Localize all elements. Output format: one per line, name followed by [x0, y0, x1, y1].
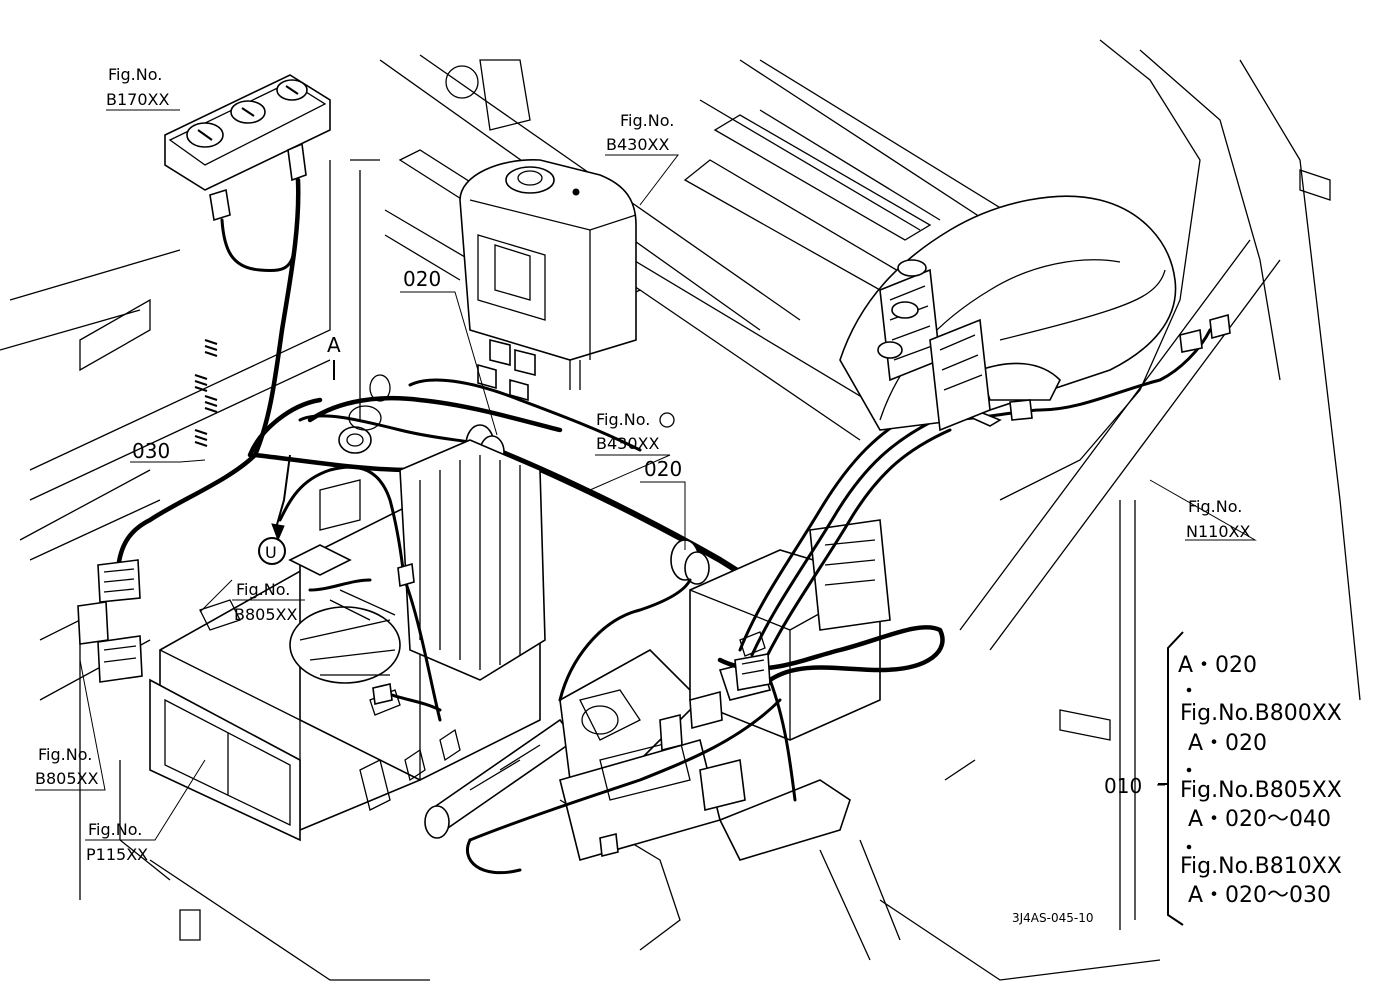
fig-code-label: B805XX	[35, 769, 98, 788]
fig-no-label: Fig.No.	[88, 820, 142, 839]
right-console	[839, 195, 1177, 432]
legend-line-6: Fig.No.B810XX	[1180, 854, 1342, 879]
relay-area	[659, 519, 891, 861]
reservoir-tank	[459, 159, 637, 402]
fig-no-label: Fig.No.	[1188, 497, 1242, 516]
left-connectors	[77, 559, 143, 683]
callout-b430-top: Fig.No. B430XX	[606, 111, 674, 154]
heater-wiring	[278, 465, 442, 722]
legend-bracket	[1158, 631, 1192, 926]
legend-line-3: A・020	[1188, 731, 1267, 756]
legend-line-4: Fig.No.B805XX	[1180, 778, 1342, 803]
part-020-mid: 020	[644, 457, 682, 481]
callout-p115: Fig.No. P115XX	[86, 820, 148, 864]
ref-circle-icon	[659, 412, 675, 428]
ref-a-label: A	[327, 333, 341, 357]
right-harness	[466, 313, 1231, 875]
part-010: 010	[1104, 774, 1142, 798]
callout-b805-mid: Fig.No. B805XX	[234, 580, 297, 624]
switch-panel	[164, 74, 331, 222]
fig-code-label: N110XX	[1186, 522, 1250, 541]
leader-lines	[35, 109, 1257, 841]
part-030: 030	[132, 439, 170, 463]
fig-no-label: Fig.No.	[236, 580, 290, 599]
callout-b430-mid: Fig.No. B430XX	[596, 410, 675, 453]
ref-u-label: U	[265, 543, 277, 562]
springs	[194, 339, 218, 447]
fig-no-label: Fig.No.	[38, 745, 92, 764]
heater-unit	[149, 439, 546, 842]
fig-code-label: B805XX	[234, 605, 297, 624]
legend: A・020 Fig.No.B800XX A・020 Fig.No.B805XX …	[1178, 653, 1342, 908]
fig-code-label: B170XX	[106, 90, 169, 109]
callout-b170: Fig.No. B170XX	[106, 65, 169, 109]
legend-line-2: Fig.No.B800XX	[1180, 701, 1342, 726]
part-020-top: 020	[403, 267, 441, 291]
fig-no-label: Fig.No.	[620, 111, 674, 130]
fig-code-label: B430XX	[606, 135, 669, 154]
fig-code-label: B430XX	[596, 434, 659, 453]
ref-u-circle-icon	[258, 537, 286, 565]
legend-line-7: A・020～030	[1188, 883, 1331, 908]
fig-code-label: P115XX	[86, 845, 148, 864]
ref-u-marker: U	[258, 537, 286, 565]
legend-line-5: A・020～040	[1188, 807, 1331, 832]
drawing-code: 3J4AS-045-10	[1012, 911, 1093, 925]
fig-no-label: Fig.No.	[108, 65, 162, 84]
callout-n110: Fig.No. N110XX	[1186, 497, 1250, 541]
callout-b805-left: Fig.No. B805XX	[35, 745, 98, 788]
harness-030	[115, 177, 413, 573]
fig-no-label: Fig.No.	[596, 410, 650, 429]
legend-line-1: A・020	[1178, 653, 1257, 678]
